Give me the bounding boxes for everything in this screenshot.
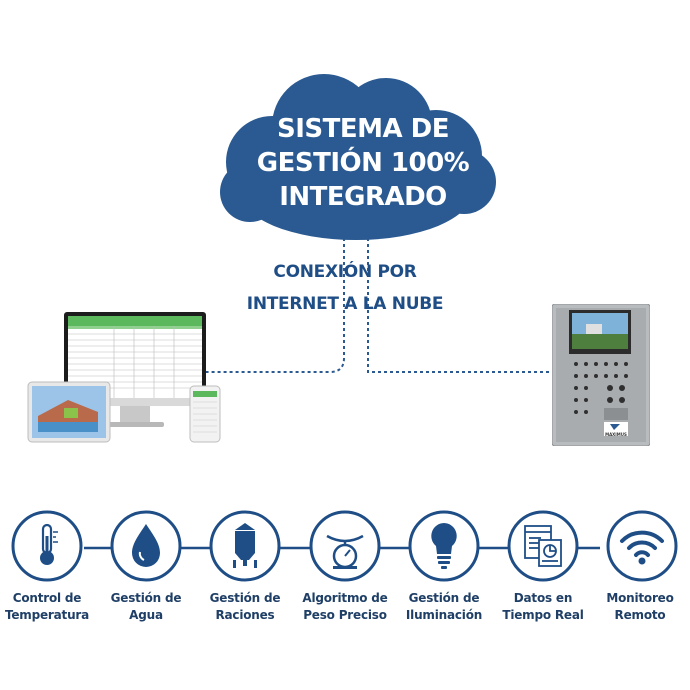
feature-weight [309, 510, 381, 582]
cloud-title-line1: SISTEMA DE [276, 114, 450, 144]
feature-label-rations: Gestión de Raciones [195, 590, 295, 624]
cloud-title: SISTEMA DE GESTIÓN 100% INTEGRADO [232, 112, 494, 214]
controller-brand: MAXIMUS [605, 432, 627, 437]
feature-label-weight-line1: Algoritmo de [302, 591, 388, 605]
feature-label-water: Gestión de Agua [96, 590, 196, 624]
water-drop-icon [132, 524, 160, 567]
connection-line2: INTERNET A LA NUBE [246, 294, 444, 314]
devices-illustration [27, 312, 221, 443]
data-report-icon [524, 525, 562, 567]
feature-label-water-line2: Agua [129, 608, 163, 622]
feature-label-rations-line1: Gestión de [209, 591, 281, 605]
feature-label-remote-monitoring-line1: Monitoreo [606, 591, 674, 605]
cloud-shape [220, 74, 496, 240]
feature-label-temperature-line2: Temperatura [4, 608, 90, 622]
feature-water [110, 510, 182, 582]
feature-temperature [11, 510, 83, 582]
feature-label-realtime-data-line1: Datos en [513, 591, 573, 605]
scale-icon [326, 534, 364, 569]
feature-rations [209, 510, 281, 582]
cloud-title-line3: INTEGRADO [279, 182, 447, 212]
controller-illustration [551, 303, 651, 447]
feed-silo-icon [233, 523, 257, 568]
connection-line1: CONEXIÓN POR [273, 262, 417, 282]
cloud-title-line2: GESTIÓN 100% [256, 148, 470, 178]
feature-label-realtime-data: Datos en Tiempo Real [493, 590, 593, 624]
feature-remote-monitoring [606, 510, 678, 582]
feature-label-realtime-data-line2: Tiempo Real [502, 608, 584, 622]
feature-label-lighting: Gestión de Iluminación [394, 590, 494, 624]
controller-panel: MAXIMUS [551, 303, 651, 447]
feature-label-temperature: Control de Temperatura [0, 590, 97, 624]
feature-label-water-line1: Gestión de [110, 591, 182, 605]
feature-lighting [408, 510, 480, 582]
feature-label-weight-line2: Peso Preciso [303, 608, 387, 622]
lightbulb-icon [431, 523, 457, 569]
feature-label-rations-line2: Raciones [215, 608, 275, 622]
feature-label-lighting-line1: Gestión de [408, 591, 480, 605]
feature-realtime-data [507, 510, 579, 582]
feature-label-lighting-line2: Iluminación [405, 608, 483, 622]
feature-label-weight: Algoritmo de Peso Preciso [295, 590, 395, 624]
feature-label-remote-monitoring: Monitoreo Remoto [590, 590, 690, 624]
wifi-icon [620, 530, 664, 557]
thermometer-icon [40, 523, 58, 565]
feature-label-remote-monitoring-line2: Remoto [614, 608, 666, 622]
feature-label-temperature-line1: Control de [12, 591, 82, 605]
